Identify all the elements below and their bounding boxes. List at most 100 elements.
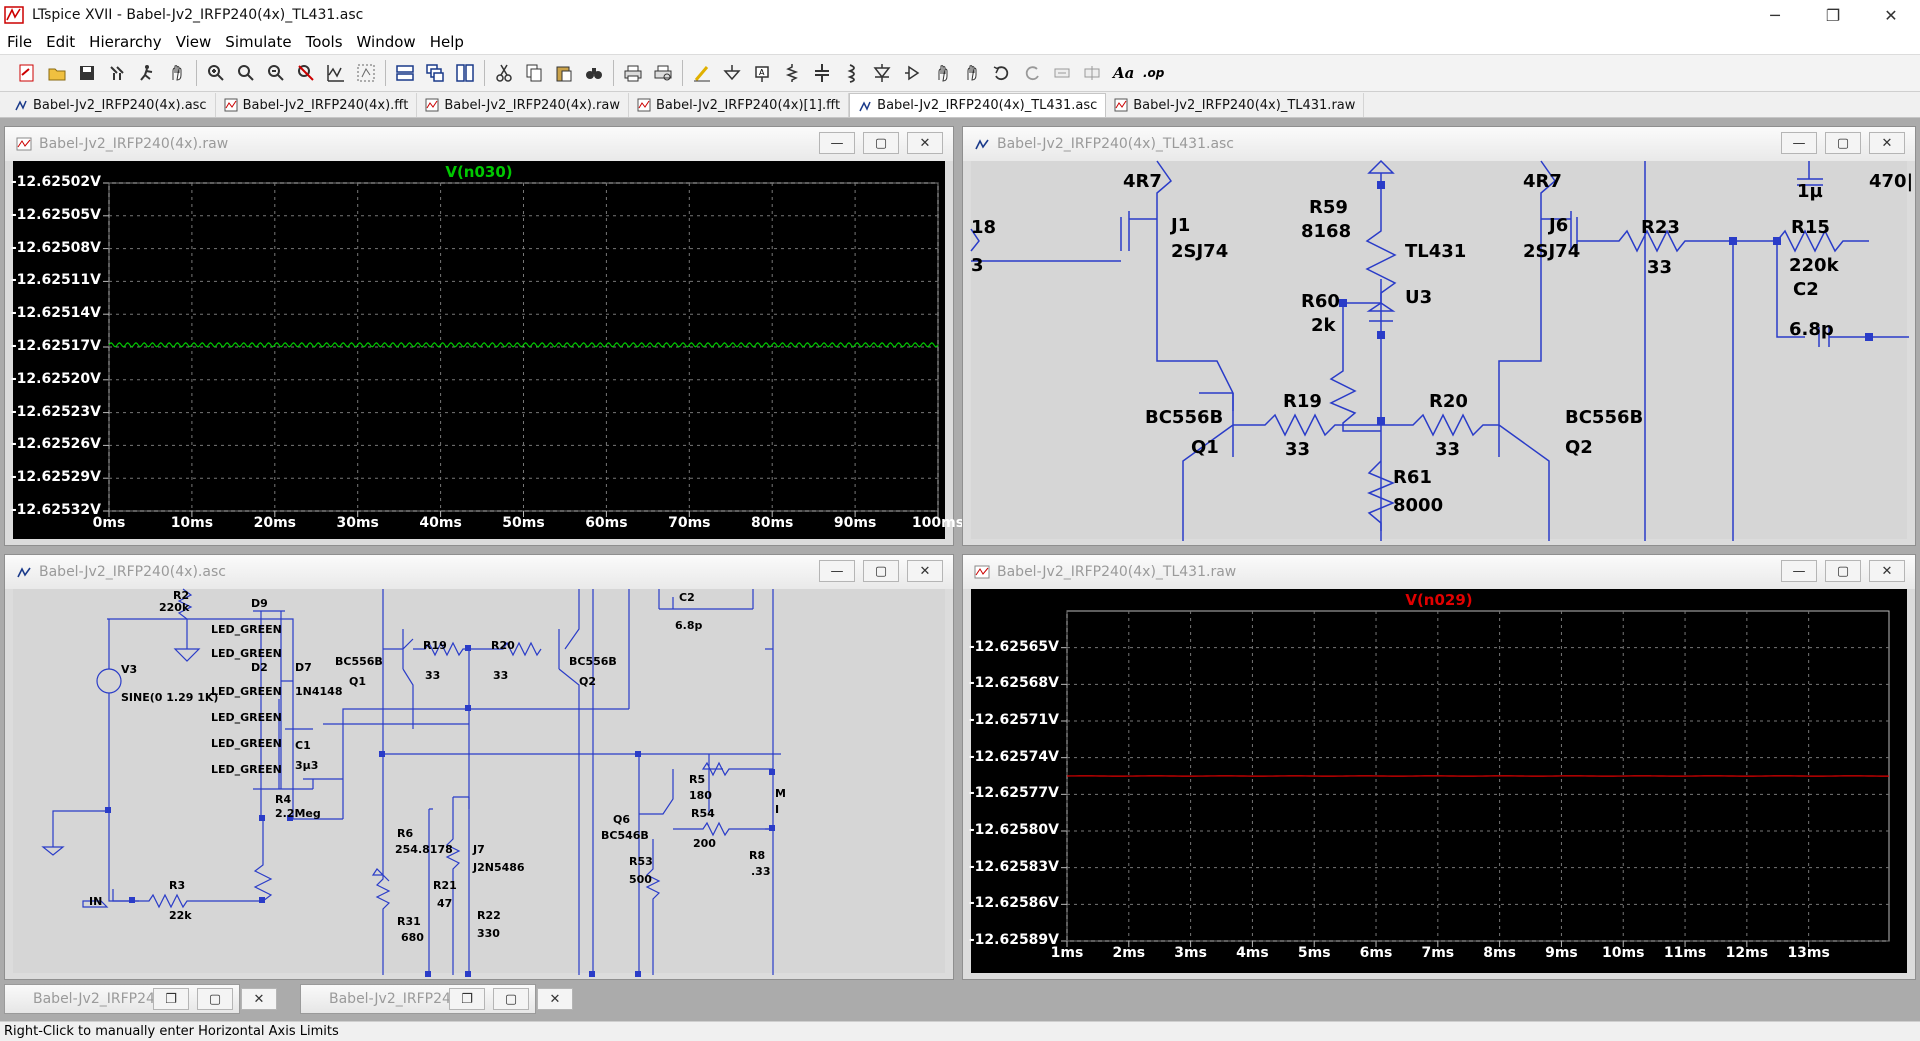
resistor-icon[interactable] bbox=[778, 59, 806, 87]
trace-label[interactable]: V(n030) bbox=[445, 163, 513, 181]
zoom-full-icon[interactable] bbox=[232, 59, 260, 87]
plot-svg[interactable] bbox=[1061, 610, 1890, 947]
restore-button[interactable]: ❐ bbox=[153, 988, 189, 1010]
diode-icon[interactable] bbox=[868, 59, 896, 87]
minimize-button[interactable]: — bbox=[1781, 132, 1817, 154]
x-tick-label[interactable]: 7ms bbox=[1421, 945, 1455, 961]
x-tick-label[interactable]: 8ms bbox=[1483, 945, 1516, 961]
menu-hierarchy[interactable]: Hierarchy bbox=[89, 33, 162, 51]
schematic-canvas[interactable]: 4R7 J1 2SJ74 18 3 R59 8168 TL431 U3 R60 … bbox=[970, 159, 1913, 541]
minimize-button[interactable]: ─ bbox=[1770, 5, 1780, 25]
minimize-button[interactable]: — bbox=[819, 132, 855, 154]
plot-pane[interactable]: V(n029) -12.62565V-12.62568V-12.62571V-1… bbox=[969, 589, 1907, 973]
window-titlebar[interactable]: Babel-Jv2_IRFP240(4x)_TL431.raw — ▢ ✕ bbox=[963, 555, 1915, 589]
x-tick-label[interactable]: 0ms bbox=[92, 515, 126, 531]
control-panel-icon[interactable] bbox=[103, 59, 131, 87]
y-tick-label[interactable]: -12.62571V bbox=[968, 712, 1059, 728]
x-tick-label[interactable]: 30ms bbox=[336, 515, 379, 531]
cascade-icon[interactable] bbox=[421, 59, 449, 87]
maximize-button[interactable]: ▢ bbox=[1825, 132, 1861, 154]
y-tick-label[interactable]: -12.62583V bbox=[968, 858, 1059, 875]
schematic-canvas[interactable]: R2 220k D9 LED_GREEN LED_GREEN D7 1N4148… bbox=[13, 588, 945, 977]
x-tick-label[interactable]: 2ms bbox=[1112, 945, 1146, 961]
window-titlebar[interactable]: Babel-Jv2_IRFP240(4x).raw — ▢ ✕ bbox=[5, 127, 953, 161]
x-tick-label[interactable]: 50ms bbox=[502, 515, 545, 531]
y-tick-label[interactable]: -12.62574V bbox=[968, 748, 1059, 765]
ground-icon[interactable] bbox=[718, 59, 746, 87]
close-button[interactable]: ✕ bbox=[1869, 560, 1905, 582]
minimized-window-1[interactable]: Babel-Jv2_IRFP24... ❐ ▢ ✕ bbox=[4, 984, 277, 1014]
x-tick-label[interactable]: 12ms bbox=[1725, 945, 1769, 961]
print-preview-icon[interactable] bbox=[649, 59, 677, 87]
x-tick-label[interactable]: 100ms bbox=[911, 515, 965, 531]
tab-fft-1[interactable]: Babel-Jv2_IRFP240(4x)[1].fft bbox=[629, 93, 850, 117]
y-tick-label[interactable]: -12.62532V bbox=[10, 502, 101, 518]
plot-area[interactable]: -12.62565V -12.62568V -12.62571V -12.62574V… bbox=[969, 610, 1890, 961]
maximize-button[interactable]: ▢ bbox=[1825, 560, 1861, 582]
component-icon[interactable] bbox=[898, 59, 926, 87]
maximize-button[interactable]: ▢ bbox=[493, 988, 529, 1010]
y-tick-label[interactable]: -12.62514V bbox=[10, 305, 101, 322]
save-icon[interactable] bbox=[73, 59, 101, 87]
tile-horizontal-icon[interactable] bbox=[391, 59, 419, 87]
maximize-button[interactable]: ▢ bbox=[863, 560, 899, 582]
zoom-cancel-icon[interactable] bbox=[292, 59, 320, 87]
menu-simulate[interactable]: Simulate bbox=[225, 33, 292, 51]
tab-asc-main[interactable]: Babel-Jv2_IRFP240(4x).asc bbox=[6, 93, 216, 117]
move-icon[interactable] bbox=[928, 59, 956, 87]
text-icon[interactable]: Aa bbox=[1108, 59, 1136, 87]
close-button[interactable]: ✕ bbox=[537, 988, 573, 1010]
minimized-window-2[interactable]: Babel-Jv2_IRFP24... ❐ ▢ ✕ bbox=[300, 984, 573, 1014]
y-tick-label[interactable]: -12.62511V bbox=[10, 272, 101, 289]
menu-view[interactable]: View bbox=[175, 33, 212, 51]
y-tick-label[interactable]: -12.62520V bbox=[10, 370, 101, 387]
restore-button[interactable]: ❐ bbox=[449, 988, 485, 1010]
x-tick-label[interactable]: 9ms bbox=[1545, 945, 1578, 961]
y-tick-label[interactable]: -12.62523V bbox=[10, 403, 101, 420]
x-tick-label[interactable]: 1ms bbox=[1050, 945, 1084, 961]
x-tick-label[interactable]: 4ms bbox=[1236, 945, 1269, 961]
maximize-button[interactable]: ▢ bbox=[863, 132, 899, 154]
rotate-icon[interactable] bbox=[1048, 59, 1076, 87]
menu-edit[interactable]: Edit bbox=[46, 33, 76, 51]
run-icon[interactable] bbox=[133, 59, 161, 87]
close-button[interactable]: ✕ bbox=[241, 988, 277, 1010]
x-tick-label[interactable]: 70ms bbox=[668, 515, 711, 531]
x-tick-label[interactable]: 20ms bbox=[253, 515, 296, 531]
maximize-button[interactable]: ▢ bbox=[197, 988, 233, 1010]
halt-icon[interactable] bbox=[163, 59, 191, 87]
close-button[interactable]: ✕ bbox=[907, 560, 943, 582]
label-net-icon[interactable]: A bbox=[748, 59, 776, 87]
grid-icon[interactable] bbox=[352, 59, 380, 87]
mirror-icon[interactable] bbox=[1078, 59, 1106, 87]
menu-help[interactable]: Help bbox=[429, 33, 464, 51]
trace-label[interactable]: V(n029) bbox=[1405, 591, 1473, 609]
x-tick-label[interactable]: 11ms bbox=[1663, 945, 1707, 961]
y-tick-label[interactable]: -12.62508V bbox=[10, 239, 101, 256]
y-tick-label[interactable]: -12.62529V bbox=[10, 469, 101, 486]
x-tick-label[interactable]: 10ms bbox=[170, 515, 214, 531]
undo-icon[interactable] bbox=[988, 59, 1016, 87]
y-tick-label[interactable]: -12.62568V bbox=[968, 675, 1059, 692]
window-titlebar[interactable]: Babel-Jv2_IRFP240(4x).asc — ▢ ✕ bbox=[5, 555, 953, 589]
open-icon[interactable] bbox=[43, 59, 71, 87]
close-button[interactable]: ✕ bbox=[1884, 5, 1898, 25]
close-button[interactable]: ✕ bbox=[1869, 132, 1905, 154]
minimize-button[interactable]: — bbox=[1781, 560, 1817, 582]
tile-vertical-icon[interactable] bbox=[451, 59, 479, 87]
menu-file[interactable]: File bbox=[7, 33, 33, 51]
close-button[interactable]: ✕ bbox=[907, 132, 943, 154]
x-tick-label[interactable]: 3ms bbox=[1174, 945, 1207, 961]
zoom-in-icon[interactable] bbox=[202, 59, 230, 87]
x-tick-label[interactable]: 13ms bbox=[1787, 945, 1830, 961]
x-tick-label[interactable]: 80ms bbox=[750, 515, 794, 531]
new-schematic-icon[interactable] bbox=[13, 59, 41, 87]
spice-directive-icon[interactable]: .op bbox=[1138, 59, 1166, 87]
y-tick-label[interactable]: -12.62505V bbox=[10, 206, 101, 223]
x-tick-label[interactable]: 60ms bbox=[585, 515, 628, 531]
zoom-out-icon[interactable] bbox=[262, 59, 290, 87]
tab-raw-main[interactable]: Babel-Jv2_IRFP240(4x).raw bbox=[417, 93, 629, 117]
autorange-icon[interactable] bbox=[322, 59, 350, 87]
y-tick-label[interactable]: -12.62565V bbox=[968, 638, 1059, 655]
print-icon[interactable] bbox=[619, 59, 647, 87]
